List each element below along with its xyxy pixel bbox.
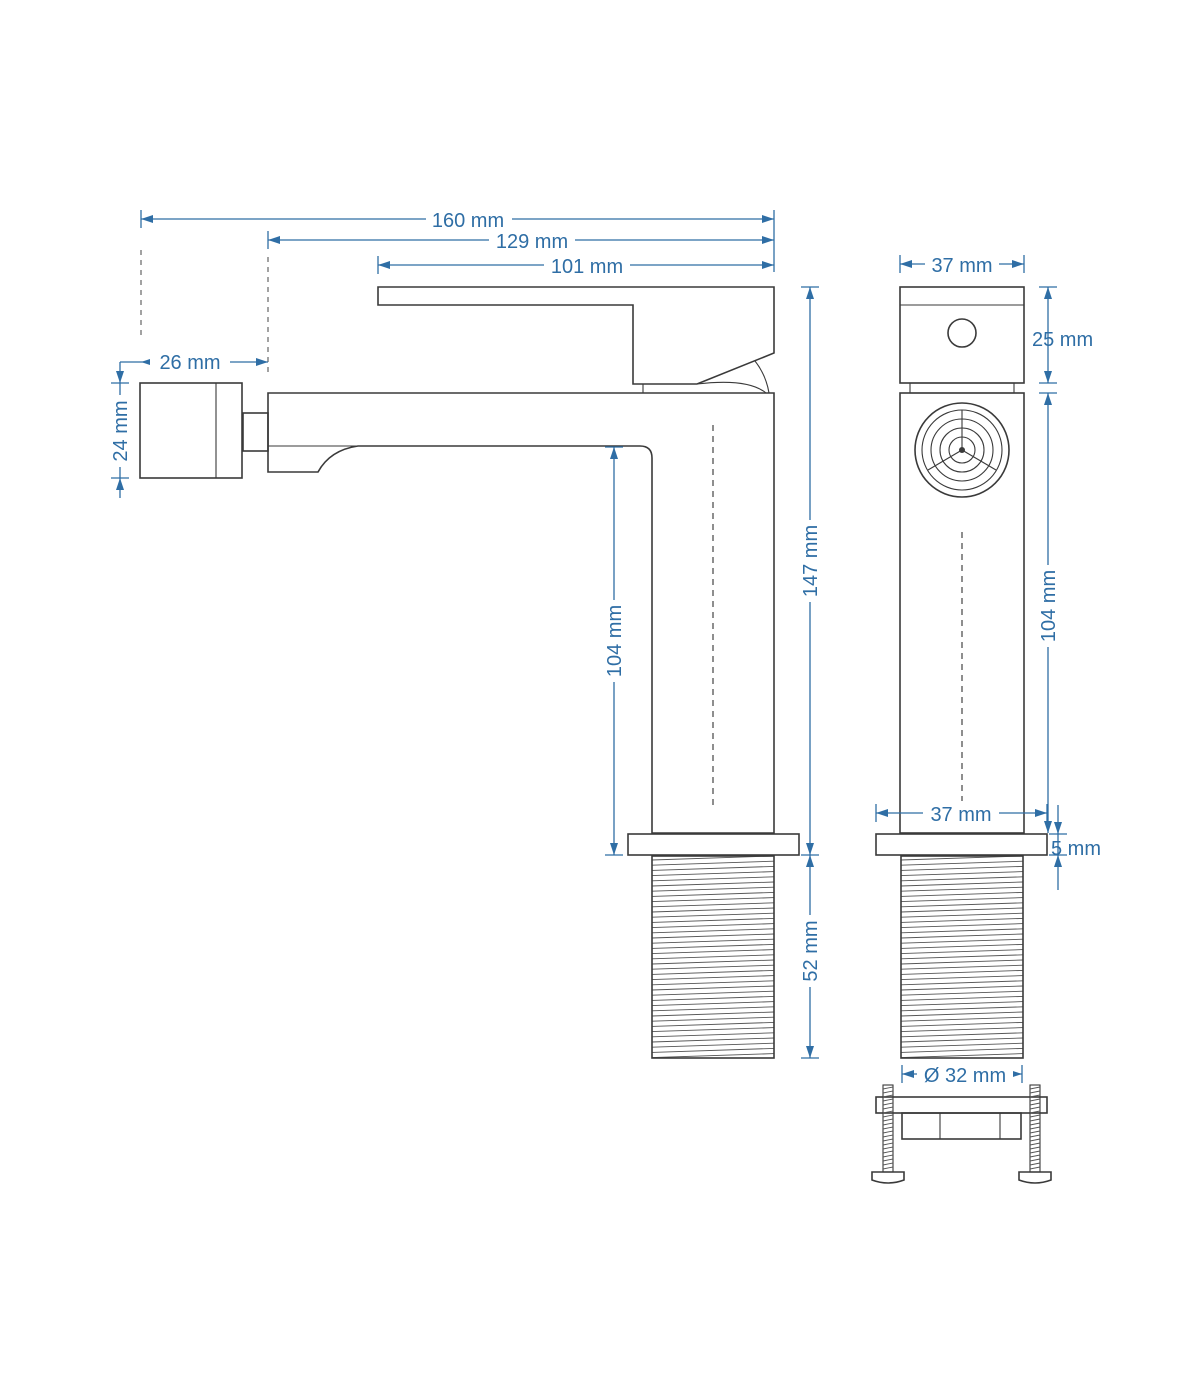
- dim-aerator-height: 24 mm: [110, 400, 132, 461]
- dim-thread-diameter: Ø 32 mm: [924, 1065, 1006, 1087]
- dim-spout-clearance: 104 mm: [604, 605, 626, 677]
- dimension-labels: 160 mm 129 mm 101 mm 26 mm 24 mm 147 mm …: [108, 207, 1101, 1087]
- dim-body-height: 147 mm: [800, 525, 822, 597]
- dimension-lines: [111, 210, 1067, 1083]
- side-aerator-face: [914, 402, 1010, 498]
- dim-side-width-base: 37 mm: [930, 804, 991, 826]
- side-view: [871, 286, 1052, 1184]
- front-view: [139, 250, 800, 1059]
- front-threaded-rod: [651, 855, 775, 1059]
- dim-lever-height: 25 mm: [1032, 329, 1093, 351]
- side-threaded-rod: [900, 855, 1024, 1059]
- lever-collar: [642, 360, 770, 394]
- dim-side-width-top: 37 mm: [931, 255, 992, 277]
- dimension-arrows: [116, 215, 1062, 1078]
- aerator-cap: [139, 382, 243, 479]
- dim-base-plate-thickness: 5 mm: [1051, 838, 1101, 860]
- dim-lever-length: 101 mm: [551, 256, 623, 278]
- dim-total-length: 160 mm: [432, 210, 504, 232]
- dim-side-body-height: 104 mm: [1038, 570, 1060, 642]
- faucet-body: [267, 392, 775, 834]
- aerator-connector: [242, 412, 269, 452]
- mounting-bracket: [871, 1084, 1052, 1184]
- side-lever-hole: [947, 318, 977, 348]
- dim-thread-length: 52 mm: [800, 920, 822, 981]
- side-collar: [909, 382, 1015, 394]
- dim-aerator-length: 26 mm: [159, 352, 220, 374]
- side-base-plate: [875, 833, 1048, 856]
- side-body: [899, 392, 1025, 834]
- dim-spout-length: 129 mm: [496, 231, 568, 253]
- side-lever-block: [899, 286, 1025, 384]
- lever-handle: [377, 286, 775, 385]
- front-base-plate: [627, 833, 800, 856]
